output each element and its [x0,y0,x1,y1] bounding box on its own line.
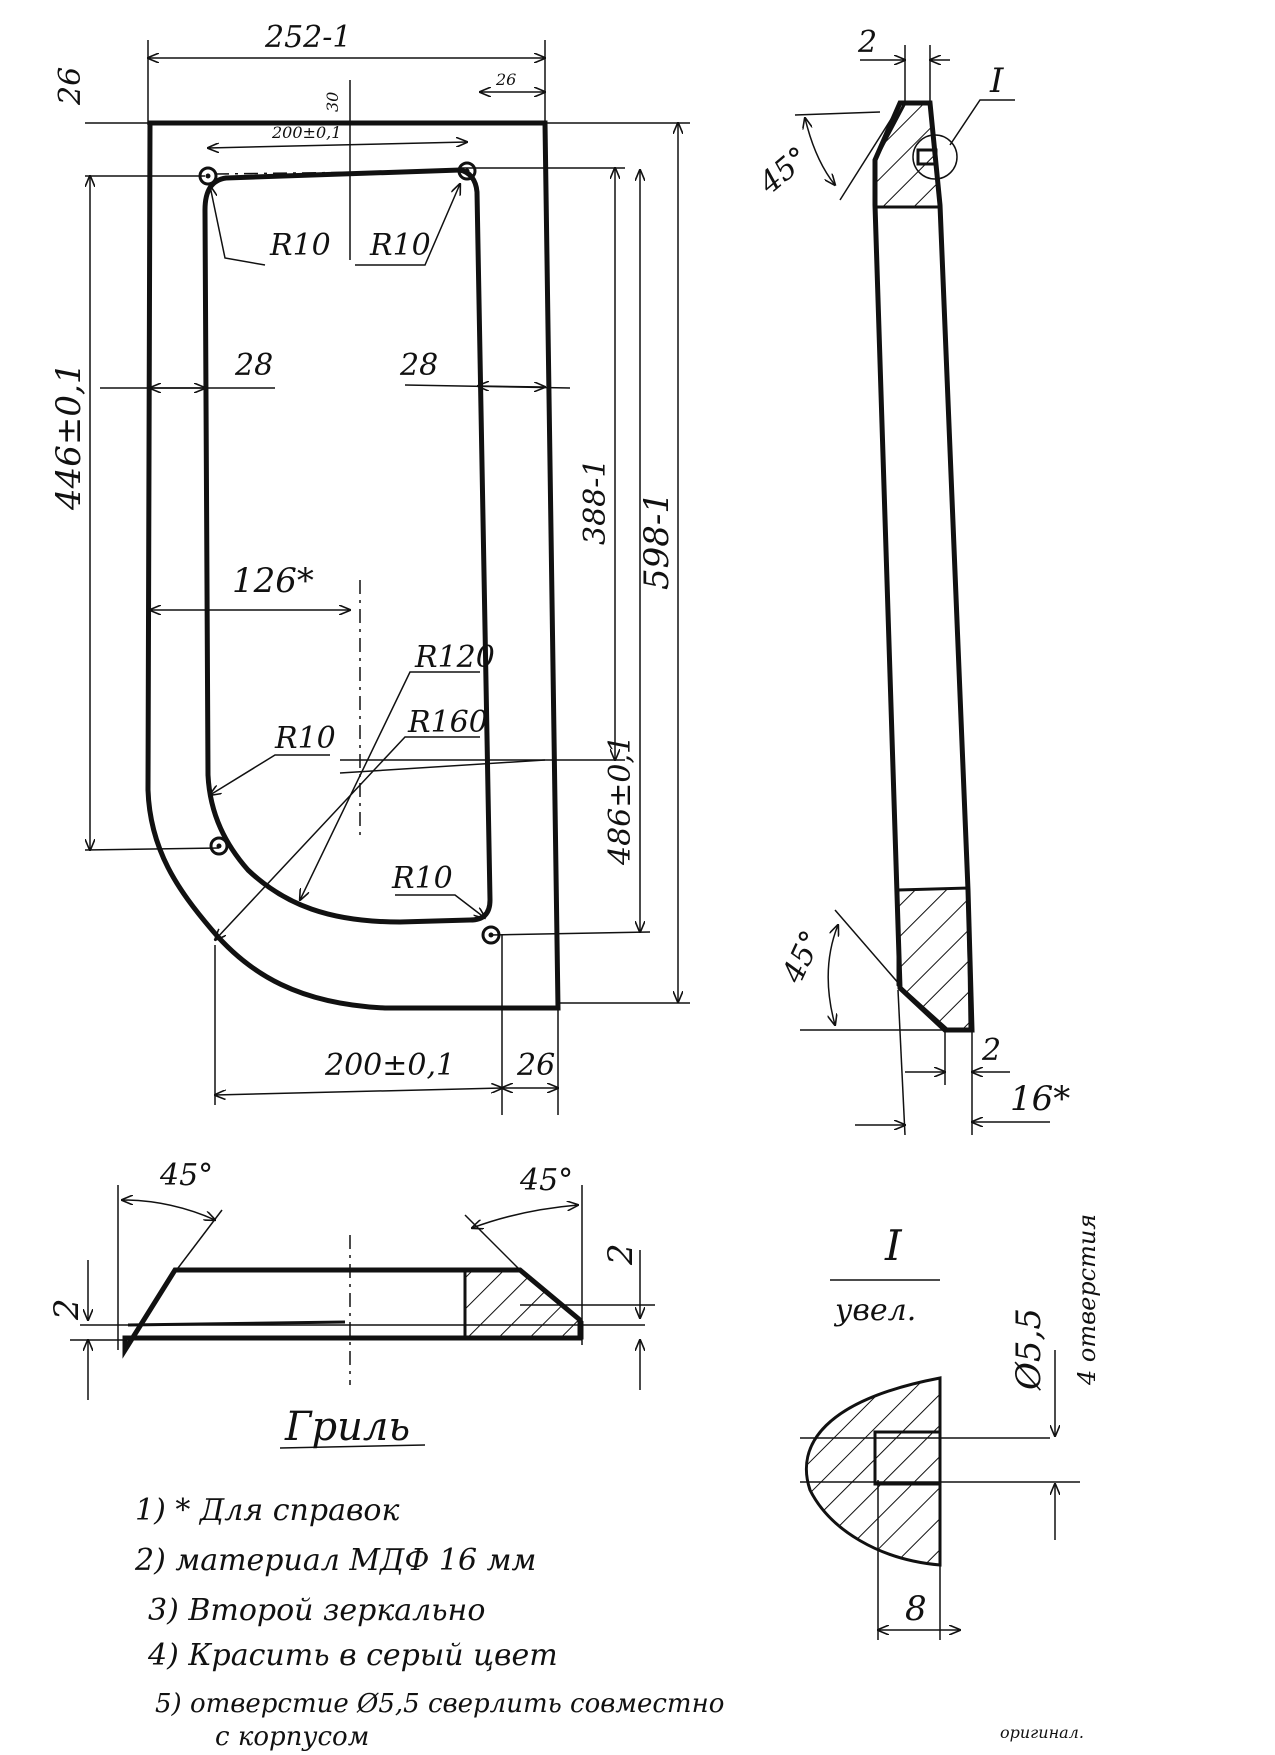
detail-title: I [884,1221,903,1270]
dim-lower-holes: 486±0,1 [603,735,638,866]
side-view: 2 I 45° 45° 2 16* [752,25,1070,1136]
front-view: 252-1 26 26 30 200±0,1 R10 R10 28 28 446… [49,20,690,1115]
notes-list: 1) * Для справок 2) материал МДФ 16 мм 3… [134,1493,724,1752]
note-item: 3) Второй зеркально [148,1593,485,1628]
note-item: 4) Красить в серый цвет [147,1638,558,1673]
hole-bottom-left [209,836,229,856]
note-item: 2) материал МДФ 16 мм [134,1543,536,1578]
dim-r120: R120 [414,640,495,675]
side-angle-bottom: 45° [775,925,830,989]
dim-inner-height: 388-1 [578,459,613,545]
note-item: 5) отверстие Ø5,5 сверлить совместно [155,1689,724,1719]
dim-total-height: 598-1 [637,492,677,590]
dim-bottom-band: 26 [516,1048,555,1083]
bottom-dim-right: 2 [601,1243,641,1266]
dim-radius-right: R10 [369,228,431,263]
dim-left-wall: 28 [234,348,273,383]
side-dim-thickness: 16* [1010,1079,1070,1119]
dim-hole-offset: 30 [323,92,342,112]
dim-top-band: 26 [53,67,88,106]
dim-bottom-holes: 200±0,1 [324,1048,455,1083]
bottom-dim-left: 2 [47,1298,87,1321]
detail-view: I увел. Ø5,5 4 отверстия 8 [800,1214,1101,1640]
detail-depth: 8 [905,1589,927,1629]
dim-r10-bottom-left: R10 [274,721,336,756]
dim-width-total: 252-1 [264,20,351,55]
bottom-angle-right: 45° [519,1163,573,1198]
section-mark: I [989,61,1004,101]
bottom-view: 45° 45° 2 2 [47,1158,655,1400]
side-dim-bottom-chamfer: 2 [981,1033,1001,1068]
detail-section [804,1376,942,1567]
detail-hole-dia: Ø5,5 [1009,1308,1049,1391]
stamp-text: оригинал. [1000,1723,1084,1742]
dim-center-ref: 126* [232,561,314,601]
detail-subtitle: увел. [833,1293,916,1328]
side-top-section [873,101,942,209]
side-dim-top-chamfer: 2 [857,25,877,60]
dim-r160: R160 [407,705,488,740]
detail-hole-label: 4 отверстия [1073,1214,1101,1386]
dim-radius-left: R10 [269,228,331,263]
note-item: 1) * Для справок [135,1493,399,1528]
side-angle-top: 45° [752,140,816,202]
dim-r10-bottom-right: R10 [391,861,453,896]
dim-right-band: 26 [495,70,516,89]
side-bottom-section [896,886,972,1032]
detail-hole [873,1430,942,1486]
dim-height-outer: 446±0,1 [49,363,89,511]
part-name: Гриль [284,1404,410,1450]
dim-top-holes: 200±0,1 [271,123,341,142]
front-inner-opening [202,167,493,925]
title-block: Гриль [279,1404,426,1450]
note-item: с корпусом [215,1722,369,1752]
dim-right-wall: 28 [399,348,438,383]
front-outer-contour [145,120,561,1011]
bottom-angle-left: 45° [159,1158,213,1193]
